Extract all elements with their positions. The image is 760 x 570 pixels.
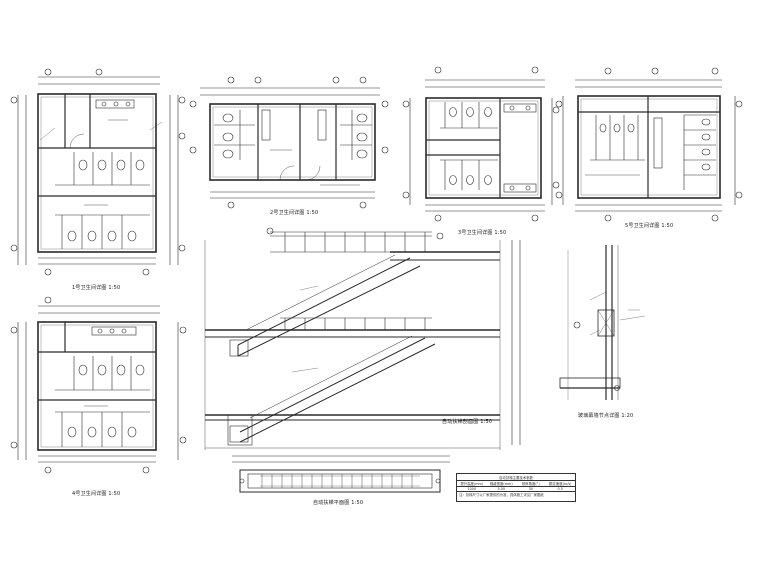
plan-3-title: 3号卫生间详图 1:50 bbox=[458, 230, 507, 236]
plan-5-title: 5号卫生间详图 1:50 bbox=[625, 223, 674, 229]
escalator-section bbox=[204, 227, 521, 450]
spec-cell: 30 bbox=[528, 487, 533, 491]
toilet-plan-5 bbox=[555, 67, 743, 222]
escalator-section-title: 自动扶梯剖面图 1:50 bbox=[442, 419, 493, 425]
spec-table-header: 自动扶梯主要技术参数 bbox=[457, 474, 575, 481]
spec-note: 注：扶梯尺寸以厂家提供的为准，具体施工详见厂家图纸 bbox=[459, 493, 544, 497]
glass-node-title: 玻璃幕墙节点详图 1:20 bbox=[578, 413, 634, 419]
escalator-plan bbox=[232, 455, 450, 493]
toilet-plan-4 bbox=[10, 296, 187, 474]
plan-4-title: 4号卫生间详图 1:50 bbox=[72, 491, 121, 497]
toilet-plan-3 bbox=[402, 66, 560, 222]
toilet-plan-2 bbox=[189, 76, 389, 209]
spec-col: 额定速度(m/s) bbox=[549, 482, 572, 486]
glass-wall-node bbox=[559, 245, 646, 400]
plan-1-title: 1号卫生间详图 1:50 bbox=[72, 285, 121, 291]
spec-col: 提升高度(mm) bbox=[460, 482, 484, 486]
toilet-plan-1 bbox=[10, 68, 186, 276]
plan-2-title: 2号卫生间详图 1:50 bbox=[270, 210, 319, 216]
spec-cell: 5.00 bbox=[497, 487, 506, 491]
spec-col: 倾斜角度(°) bbox=[521, 482, 540, 486]
spec-cell: 0.5 bbox=[557, 487, 563, 491]
spec-cell: 1000 bbox=[467, 487, 477, 491]
spec-col: 梯级宽度(mm) bbox=[489, 482, 513, 486]
escalator-spec-table: 自动扶梯主要技术参数 提升高度(mm) 梯级宽度(mm) 倾斜角度(°) 额定速… bbox=[456, 473, 576, 502]
escalator-plan-title: 自动扶梯平面图 1:50 bbox=[313, 500, 364, 506]
